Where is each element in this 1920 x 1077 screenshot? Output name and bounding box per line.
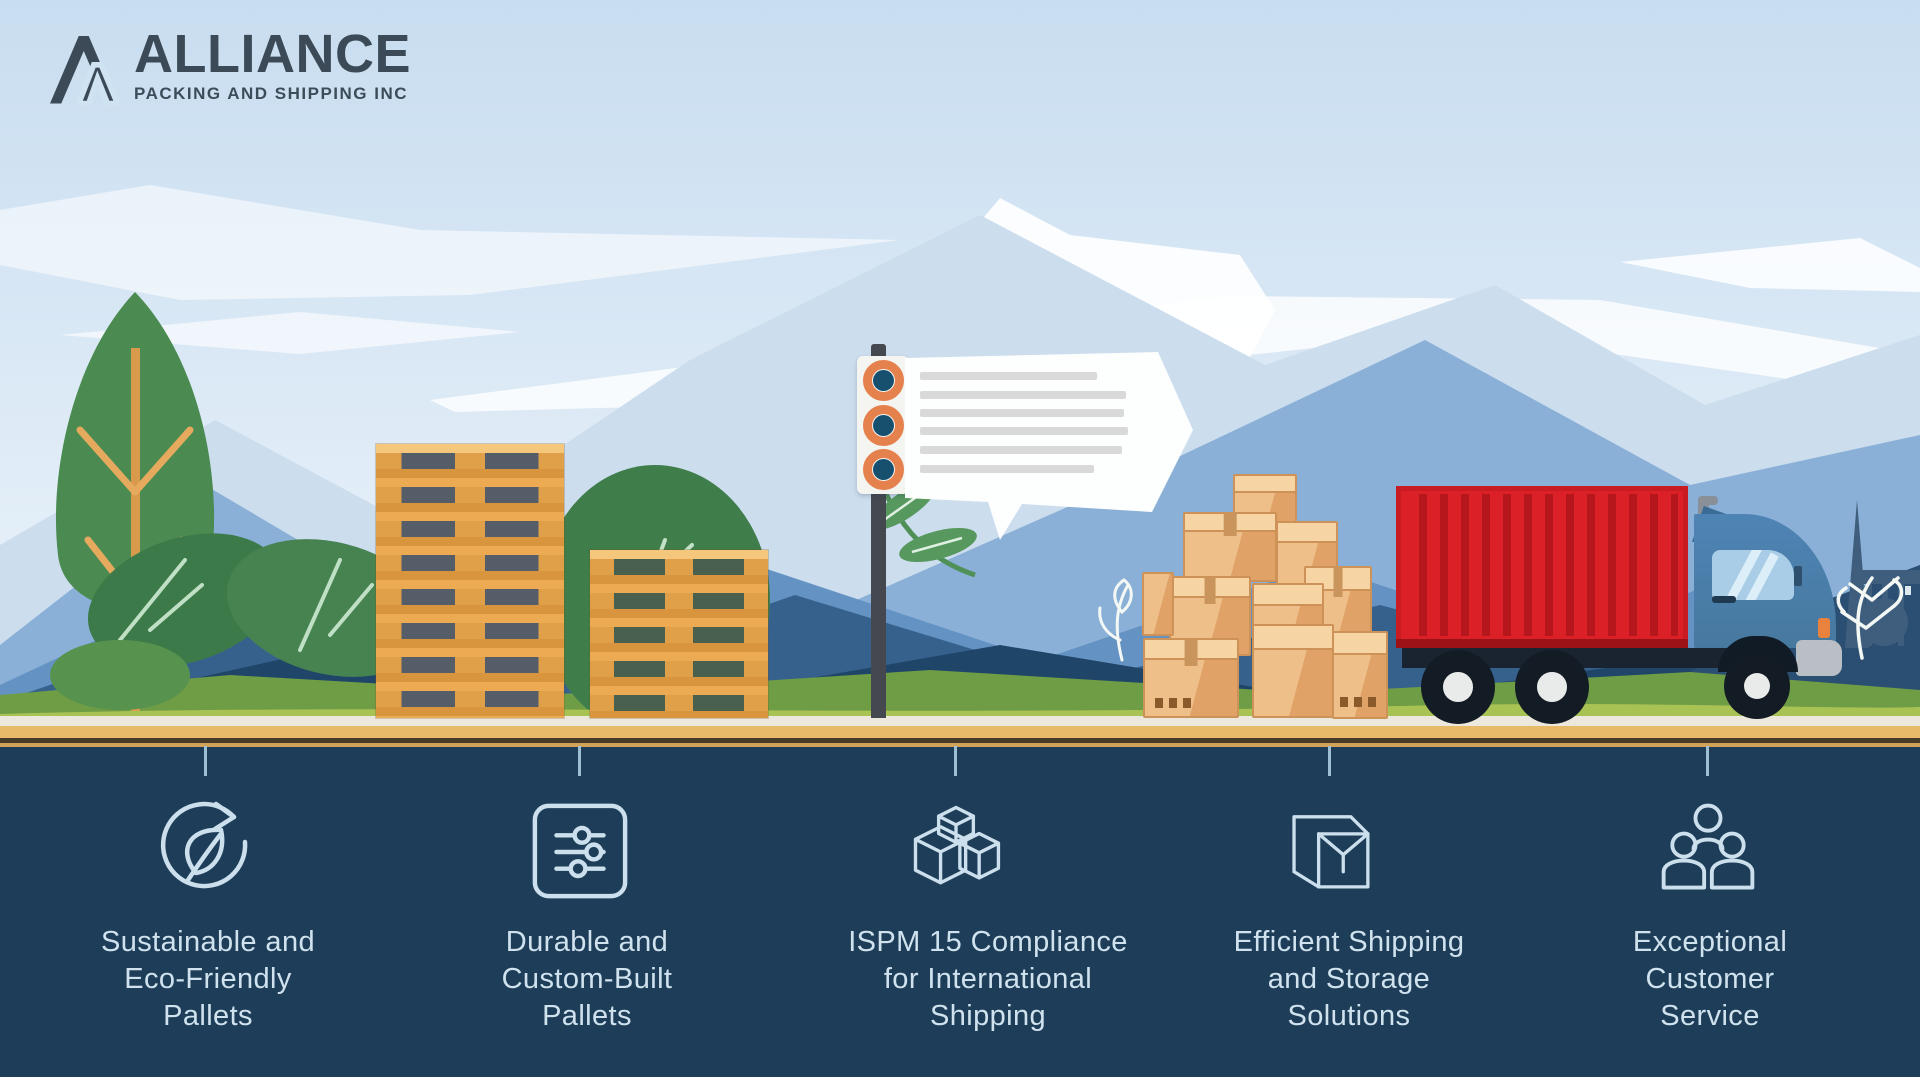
billboard-text-line [920,446,1122,454]
rear-wheel [1515,650,1589,724]
sliders-icon [532,803,628,899]
billboard-text-line [920,465,1094,473]
cardboard-box [1183,512,1277,582]
cardboard-box [1142,572,1174,636]
brand-name: ALLIANCE [134,24,411,84]
feature-efficient-shipping: Efficient Shipping and Storage Solutions [1169,780,1529,1035]
city-silhouette [1845,500,1920,648]
side-mirror [1794,566,1802,586]
connector-tick [954,746,957,776]
feature-label: Efficient Shipping and Storage Solutions [1233,926,1465,1032]
open-box-icon [1292,815,1370,889]
white-sprig-right [1836,576,1904,660]
signal-panel [857,356,909,494]
billboard-text-line [920,427,1128,435]
front-wheel [1724,653,1790,719]
door-handle [1712,596,1736,603]
feature-sustainable-pallets: Sustainable and Eco-Friendly Pallets [28,780,388,1035]
stacked-cubes-icon [913,805,1001,885]
red-container [1396,486,1688,648]
road-surface [0,726,1920,738]
connector-tick [578,746,581,776]
feature-label: Sustainable and Eco-Friendly Pallets [101,926,315,1032]
signal-light [862,404,904,446]
feature-ispm-compliance: ISPM 15 Compliance for International Shi… [808,780,1168,1035]
front-bumper [1796,640,1842,676]
feature-customer-service: Exceptional Customer Service [1530,780,1890,1035]
road-edge [0,743,1920,747]
connector-tick [1328,746,1331,776]
billboard-text-line [920,409,1124,417]
truck-chassis [1402,648,1770,668]
pallet-stack-short [590,550,768,718]
feature-label: Exceptional Customer Service [1632,926,1788,1032]
brand-logo: ALLIANCE PACKING AND SHIPPING INC [50,26,411,106]
windshield [1712,550,1794,600]
container-truck [1396,486,1846,726]
feature-custom-pallets: Durable and Custom-Built Pallets [407,780,767,1035]
billboard-text-line [920,391,1126,399]
connector-tick [1706,746,1709,776]
brand-tagline: PACKING AND SHIPPING INC [134,84,409,103]
feature-label: Durable and Custom-Built Pallets [501,926,673,1032]
cardboard-box [1252,624,1334,718]
cardboard-box [1332,631,1388,719]
billboard-text-line [920,372,1097,380]
signal-light [862,359,904,401]
feature-label: ISPM 15 Compliance for International Shi… [848,926,1128,1032]
features-band [0,747,1920,1077]
mountain-logo-icon [50,36,120,106]
road-stripe [0,738,1920,743]
connector-tick [204,746,207,776]
recycle-leaf-icon [160,801,248,889]
road-shoulder [0,716,1920,726]
pallet-stack-tall [376,444,564,718]
white-sprig-left [1098,578,1133,662]
rear-wheel [1421,650,1495,724]
people-icon [1661,803,1755,890]
cardboard-box [1143,638,1239,718]
signal-light [862,449,904,491]
marker-light [1818,618,1830,638]
